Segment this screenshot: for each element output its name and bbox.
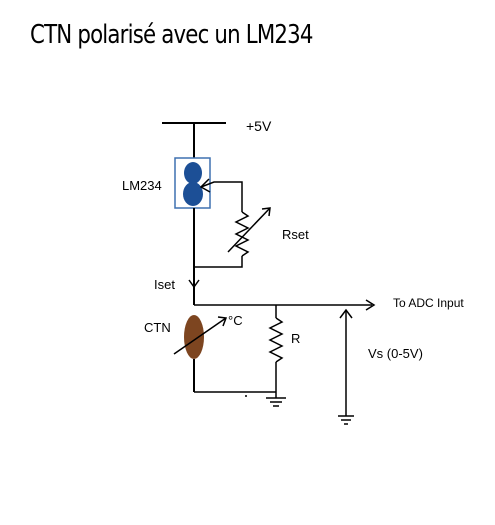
stray-dot [245,395,247,397]
supply-label: +5V [246,118,272,134]
adc-arrowhead [365,299,376,311]
ctn-thermistor [184,315,204,359]
rset-variable-arrow [227,207,271,253]
lm234-body-bottom [183,182,203,206]
ctn-variable-arrowhead [217,316,228,327]
rset-arrow-head [199,178,211,193]
r-label: R [291,331,300,346]
adc-label: To ADC Input [393,296,464,310]
ctn-variable-arrow [173,317,227,355]
vs-label: Vs (0-5V) [368,346,423,361]
diagram-title: CTN polarisé avec un LM234 [30,20,313,50]
rset-resistor [234,211,250,257]
lm234-body-top [184,162,202,184]
rset-label: Rset [282,227,309,242]
degree-label: °C [228,313,243,328]
iset-current-arrow [188,279,200,289]
r-resistor [268,317,284,363]
vs-arrowhead [339,308,353,319]
lm234-label: LM234 [122,178,162,193]
rset-wire-top [200,181,243,212]
iset-label: Iset [154,277,175,292]
rset-variable-arrowhead [261,207,271,217]
ctn-label: CTN [144,320,171,335]
rset-wire-bottom [194,256,243,268]
